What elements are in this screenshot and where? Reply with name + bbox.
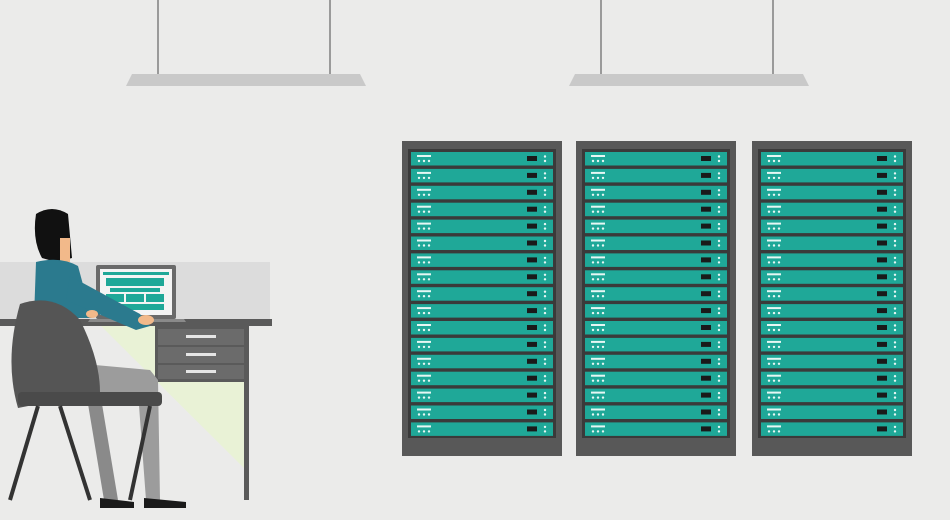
server-unit [761,219,903,234]
shoe [144,498,186,508]
ceiling-lamp-icon [126,74,366,86]
server-unit [761,202,903,217]
server-unit [411,202,553,217]
server-unit [761,321,903,335]
hand [86,310,98,318]
drawer-handle [186,370,216,373]
server-unit [585,270,727,284]
ceiling-lamp-right [569,0,809,86]
server-unit [761,236,903,250]
server-unit [411,337,553,352]
server-unit [761,422,903,436]
server-unit [411,270,553,284]
server-unit [585,287,727,301]
hand [138,315,154,325]
server-unit [761,405,903,419]
shoe [100,498,134,508]
server-unit [761,287,903,301]
server-unit [585,422,727,436]
server-unit [585,371,727,386]
server-unit [585,219,727,234]
server-unit [761,354,903,369]
server-unit [761,253,903,267]
chair-seat [18,392,162,406]
server-rack [576,141,736,456]
server-rack [752,141,912,456]
server-unit [411,321,553,335]
server-unit [411,405,553,419]
server-rack [402,141,562,456]
skin [60,238,70,262]
server-unit [585,202,727,217]
server-unit [411,388,553,403]
server-unit [761,185,903,200]
chair [8,300,162,501]
server-unit [411,253,553,267]
pants-leg-back [86,392,118,500]
arm [66,276,150,330]
server-unit [761,152,903,166]
server-unit [585,405,727,419]
server-unit [411,168,553,183]
server-unit [585,337,727,352]
server-unit [411,152,553,166]
server-unit [585,185,727,200]
ceiling-lamp-icon [569,74,809,86]
drawer-handle [186,335,216,338]
server-unit [761,337,903,352]
server-unit [411,185,553,200]
chair-icon [11,300,100,408]
server-unit [585,321,727,335]
desk-leg [244,326,249,500]
server-unit [585,168,727,183]
server-unit [411,371,553,386]
server-unit [411,287,553,301]
ceiling-lamp-left [126,0,366,86]
server-unit [411,219,553,234]
server-unit [585,388,727,403]
server-unit [585,236,727,250]
server-unit [411,304,553,318]
server-unit [761,270,903,284]
server-racks [402,141,912,456]
server-unit [411,354,553,369]
server-unit [411,236,553,250]
server-unit [585,354,727,369]
server-unit [761,371,903,386]
drawer-handle [186,353,216,356]
server-unit [585,253,727,267]
server-unit [761,304,903,318]
server-unit [761,168,903,183]
server-unit [411,422,553,436]
server-unit [585,152,727,166]
server-unit [761,388,903,403]
server-unit [585,304,727,318]
